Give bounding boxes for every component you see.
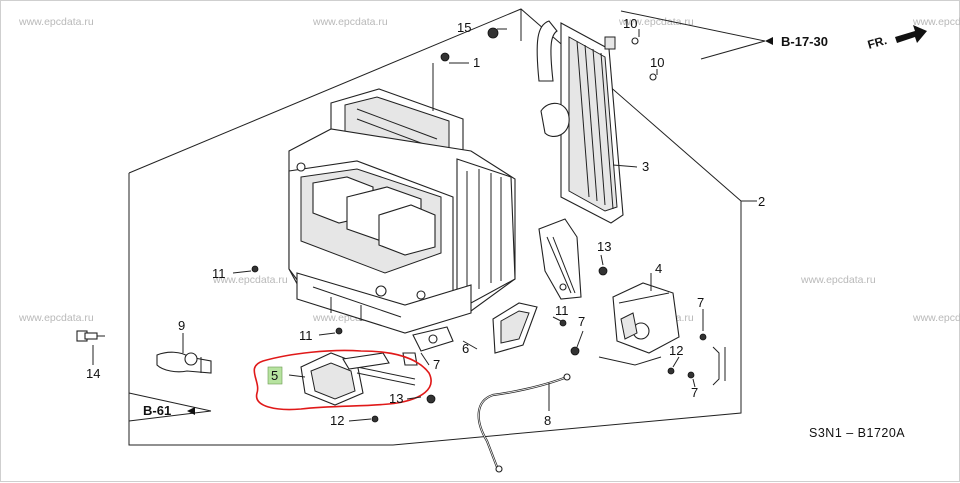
- callout-15: 15: [457, 20, 471, 35]
- watermark-2: www.epcdata.ru: [312, 16, 388, 28]
- watermark-3: www.epcdata.ru: [618, 16, 694, 28]
- callout-12-right: 12: [669, 343, 683, 358]
- callout-7-lever: 7: [433, 357, 440, 372]
- hvac-unit: [288, 88, 516, 334]
- callout-9: 9: [178, 318, 185, 333]
- watermark-7: www.epcdata.ru: [18, 312, 94, 324]
- watermark-5: www.epcdata.ru: [212, 274, 288, 286]
- control-cable: [477, 373, 571, 473]
- bolt-14: [76, 330, 105, 342]
- watermark-1: www.epcdata.ru: [18, 16, 94, 28]
- watermark-4: www.epcdata.ru: [912, 16, 960, 28]
- ref-b-61: B-61: [143, 403, 171, 418]
- callout-6: 6: [462, 341, 469, 356]
- link-bracket: [538, 218, 582, 300]
- callout-10: 10: [650, 55, 664, 70]
- fr-arrow-icon: [895, 25, 927, 43]
- callouts: 1 2 3 4 5 6 7 7 7 7 8 9 10 10 11 11 11 1…: [86, 16, 765, 428]
- ref-arrow-b17: [765, 37, 773, 45]
- group-outline: [128, 8, 766, 446]
- leader-lines: [92, 28, 757, 422]
- ref-arrow-b61: [187, 407, 195, 415]
- blend-door-motor: [598, 282, 726, 386]
- watermark-10: www.epcdata.ru: [912, 312, 960, 324]
- callout-14: 14: [86, 366, 100, 381]
- sensor-hose: [156, 351, 212, 374]
- section-references: B-17-30 B-61: [143, 34, 828, 418]
- callout-8: 8: [544, 413, 551, 428]
- watermark-6: www.epcdata.ru: [800, 274, 876, 286]
- callout-7-motor: 7: [697, 295, 704, 310]
- fasteners: [251, 27, 707, 423]
- callout-5-highlight: [267, 366, 283, 385]
- callout-2: 2: [758, 194, 765, 209]
- highlight-outline: [253, 349, 432, 411]
- callout-12-left: 12: [330, 413, 344, 428]
- callout-11-center: 11: [299, 328, 313, 343]
- callout-3: 3: [642, 159, 649, 174]
- mode-lever: [412, 302, 538, 354]
- callout-13-upper: 13: [597, 239, 611, 254]
- callout-10-top: 10: [623, 16, 637, 31]
- callout-4: 4: [655, 261, 662, 276]
- callout-7-bracket: 7: [578, 314, 585, 329]
- callout-7-lower: 7: [691, 385, 698, 400]
- recirculation-motor: [300, 352, 418, 406]
- fr-label: FR.: [866, 33, 888, 52]
- callout-11-right: 11: [555, 303, 569, 318]
- callout-5: 5: [271, 368, 278, 383]
- front-indicator: FR.: [866, 25, 927, 52]
- callout-13-lower: 13: [389, 391, 403, 406]
- callout-1: 1: [473, 55, 480, 70]
- diagram-code: S3N1 – B1720A: [809, 426, 905, 440]
- callout-11-left: 11: [212, 266, 226, 281]
- ref-b-17-30: B-17-30: [781, 34, 828, 49]
- evaporator-core: [536, 20, 624, 224]
